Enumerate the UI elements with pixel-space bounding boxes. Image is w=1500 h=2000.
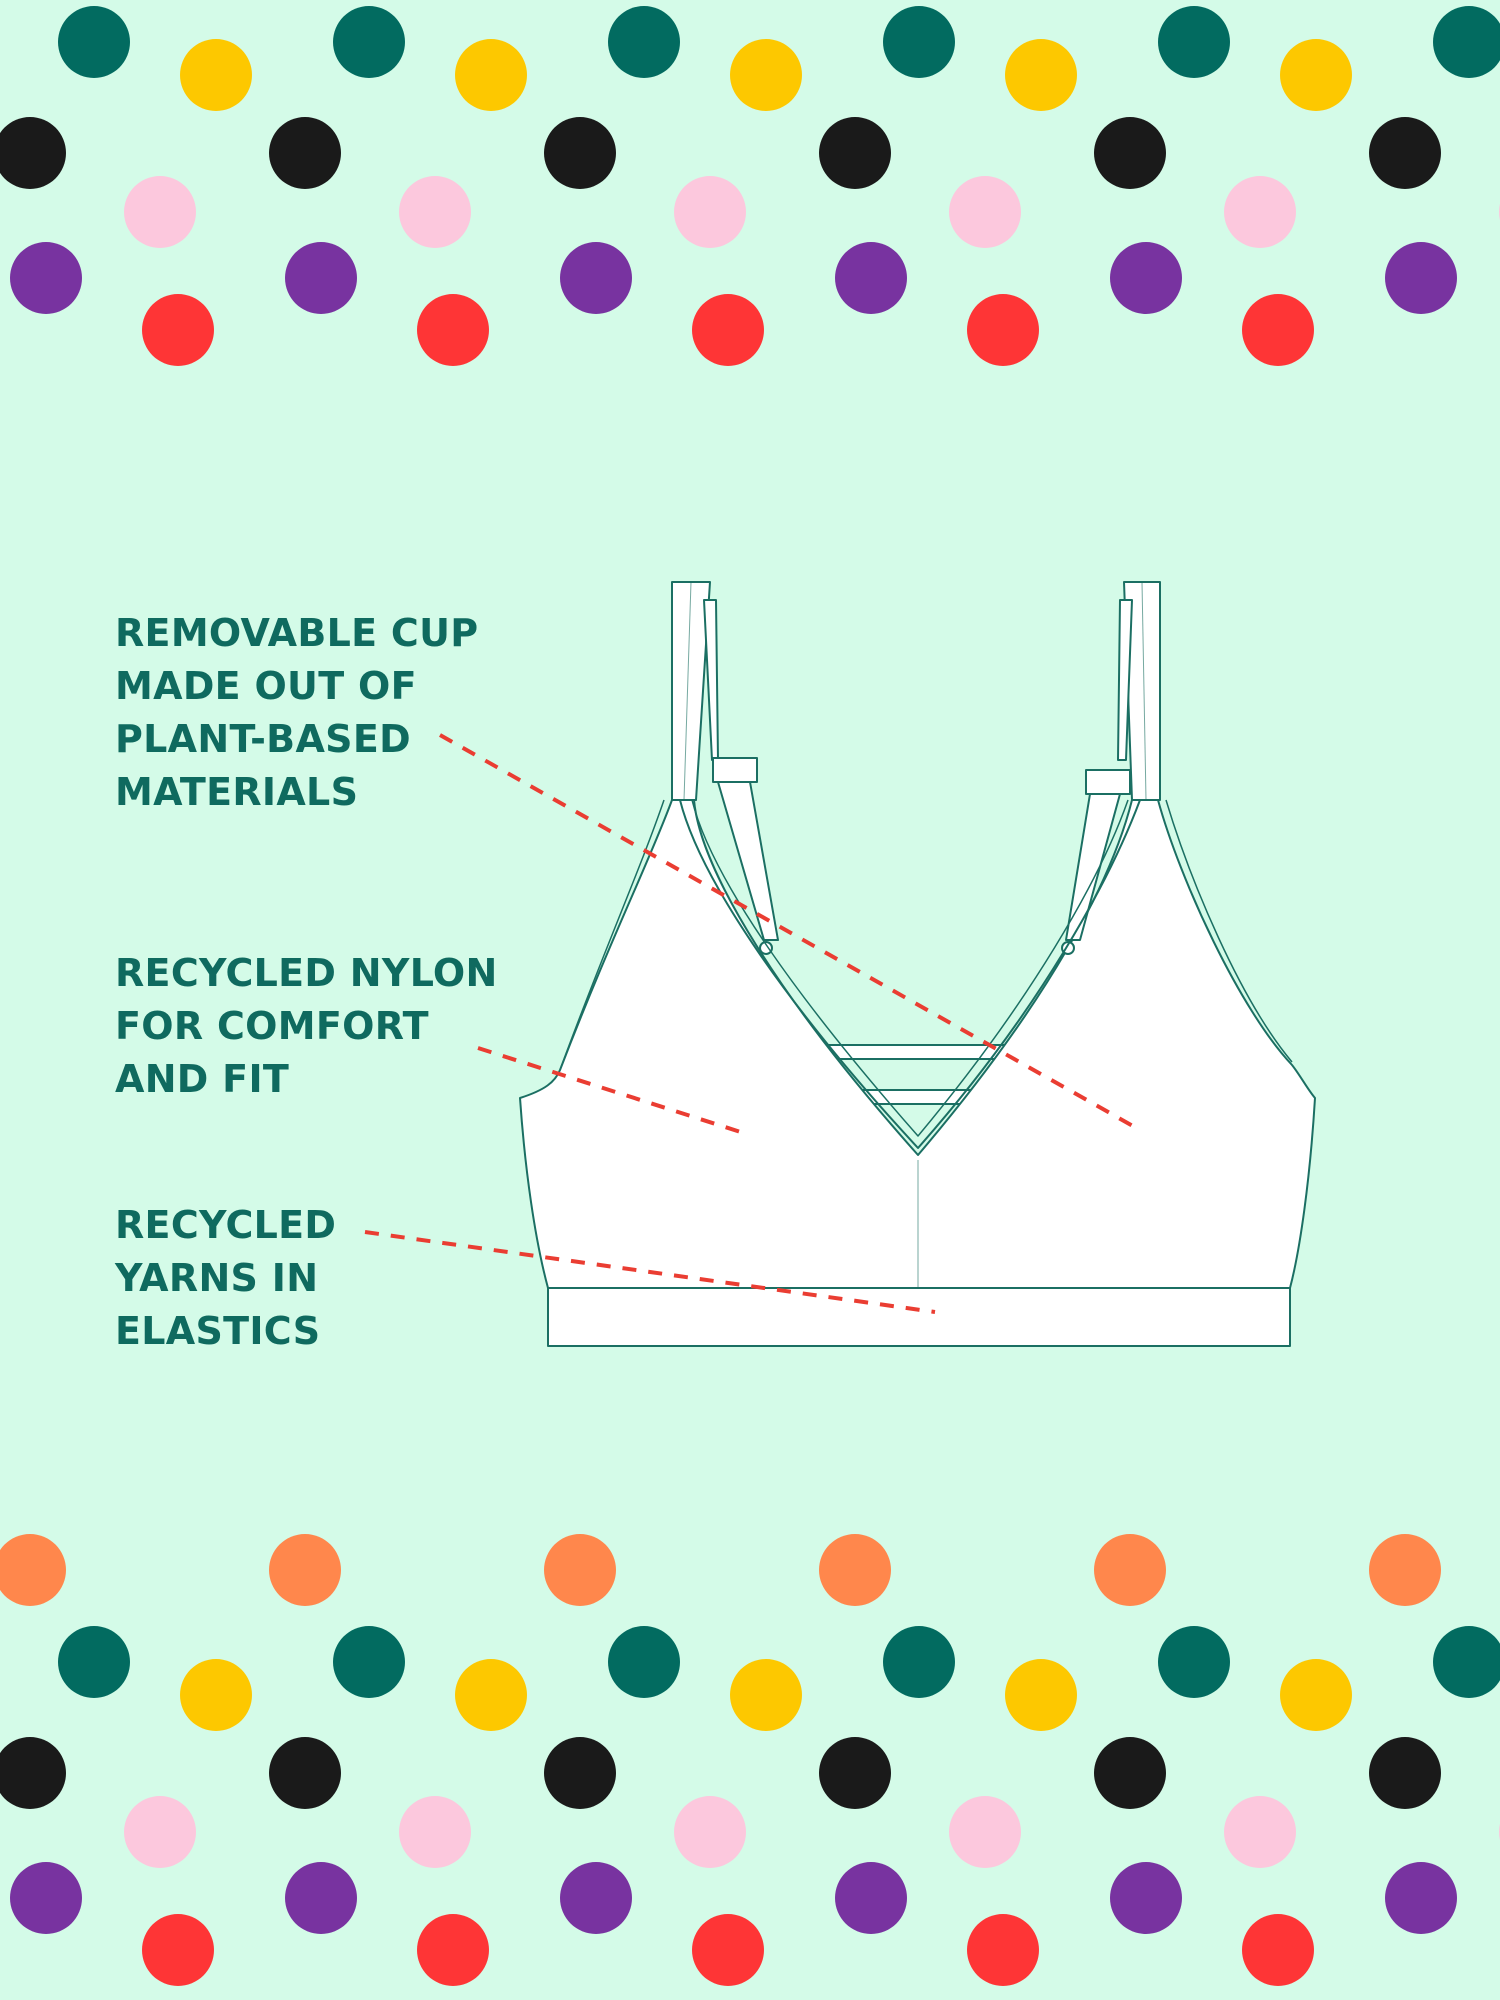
polka-dot <box>949 1796 1021 1868</box>
strap-left-outer-icon <box>671 581 711 801</box>
polka-dot <box>124 176 196 248</box>
polka-dot <box>1433 6 1500 78</box>
polka-dot <box>1369 1534 1441 1606</box>
polka-dot <box>608 6 680 78</box>
polka-dot <box>608 1626 680 1698</box>
polka-dot <box>1242 1914 1314 1986</box>
strap-right-outer-icon <box>1123 581 1161 801</box>
polka-dot <box>1242 294 1314 366</box>
polka-dot <box>1224 1796 1296 1868</box>
polka-dot <box>455 39 527 111</box>
polka-dot <box>692 294 764 366</box>
polka-dot <box>180 39 252 111</box>
polka-dot <box>692 1914 764 1986</box>
polka-dot <box>58 6 130 78</box>
polka-dot <box>269 117 341 189</box>
polka-dot <box>835 1862 907 1934</box>
polka-dot <box>674 1796 746 1868</box>
polka-dot <box>1158 6 1230 78</box>
polka-dot <box>560 242 632 314</box>
polka-dot <box>269 1737 341 1809</box>
polka-dot <box>1369 117 1441 189</box>
polka-dot <box>0 1534 66 1606</box>
polka-dot <box>142 1914 214 1986</box>
callout-recycled-yarns: RECYCLED YARNS IN ELASTICS <box>115 1203 337 1353</box>
polka-dot <box>730 39 802 111</box>
polka-dot <box>1158 1626 1230 1698</box>
bra-cup-body-icon <box>519 799 1316 1289</box>
polka-dot <box>560 1862 632 1934</box>
polka-dot <box>333 1626 405 1698</box>
polka-dot <box>544 1534 616 1606</box>
polka-dot <box>10 242 82 314</box>
polka-dot <box>0 1737 66 1809</box>
polka-dot <box>1094 1737 1166 1809</box>
polka-dot <box>1224 176 1296 248</box>
polka-dot <box>1433 1626 1500 1698</box>
polka-dot <box>1005 39 1077 111</box>
polka-dot <box>1094 117 1166 189</box>
polka-dot <box>1385 242 1457 314</box>
polka-dot <box>1280 39 1352 111</box>
polka-dot <box>819 1737 891 1809</box>
polka-dot <box>269 1534 341 1606</box>
polka-dot <box>285 242 357 314</box>
polka-dot <box>730 1659 802 1731</box>
polka-dot <box>124 1796 196 1868</box>
polka-dot <box>180 1659 252 1731</box>
polka-dot <box>1094 1534 1166 1606</box>
polka-dot <box>1110 242 1182 314</box>
leader-line-cup <box>439 733 1141 1132</box>
polka-dot <box>1369 1737 1441 1809</box>
polka-dot <box>399 1796 471 1868</box>
polka-dot <box>455 1659 527 1731</box>
polka-dot <box>544 1737 616 1809</box>
polka-dot <box>285 1862 357 1934</box>
polka-dot <box>967 294 1039 366</box>
leader-line-yarns <box>364 1230 936 1314</box>
polka-dot <box>544 117 616 189</box>
polka-dot <box>819 1534 891 1606</box>
polka-dot <box>399 176 471 248</box>
polka-dot <box>0 117 66 189</box>
polka-dot-pattern-top <box>0 0 1500 380</box>
polka-dot <box>10 1862 82 1934</box>
polka-dot <box>674 176 746 248</box>
elastic-band-icon <box>547 1287 1291 1347</box>
polka-dot <box>835 242 907 314</box>
polka-dot <box>417 294 489 366</box>
polka-dot <box>1385 1862 1457 1934</box>
polka-dot <box>883 1626 955 1698</box>
polka-dot <box>1280 1659 1352 1731</box>
polka-dot <box>1110 1862 1182 1934</box>
polka-dot-pattern-bottom <box>0 1520 1500 2000</box>
polka-dot <box>142 294 214 366</box>
polka-dot <box>58 1626 130 1698</box>
polka-dot <box>1005 1659 1077 1731</box>
polka-dot <box>819 117 891 189</box>
polka-dot <box>967 1914 1039 1986</box>
polka-dot <box>333 6 405 78</box>
callout-removable-cup: REMOVABLE CUP MADE OUT OF PLANT-BASED MA… <box>115 611 479 814</box>
polka-dot <box>883 6 955 78</box>
callout-recycled-nylon: RECYCLED NYLON FOR COMFORT AND FIT <box>115 951 498 1101</box>
leader-line-nylon <box>477 1046 751 1137</box>
polka-dot <box>417 1914 489 1986</box>
polka-dot <box>949 176 1021 248</box>
